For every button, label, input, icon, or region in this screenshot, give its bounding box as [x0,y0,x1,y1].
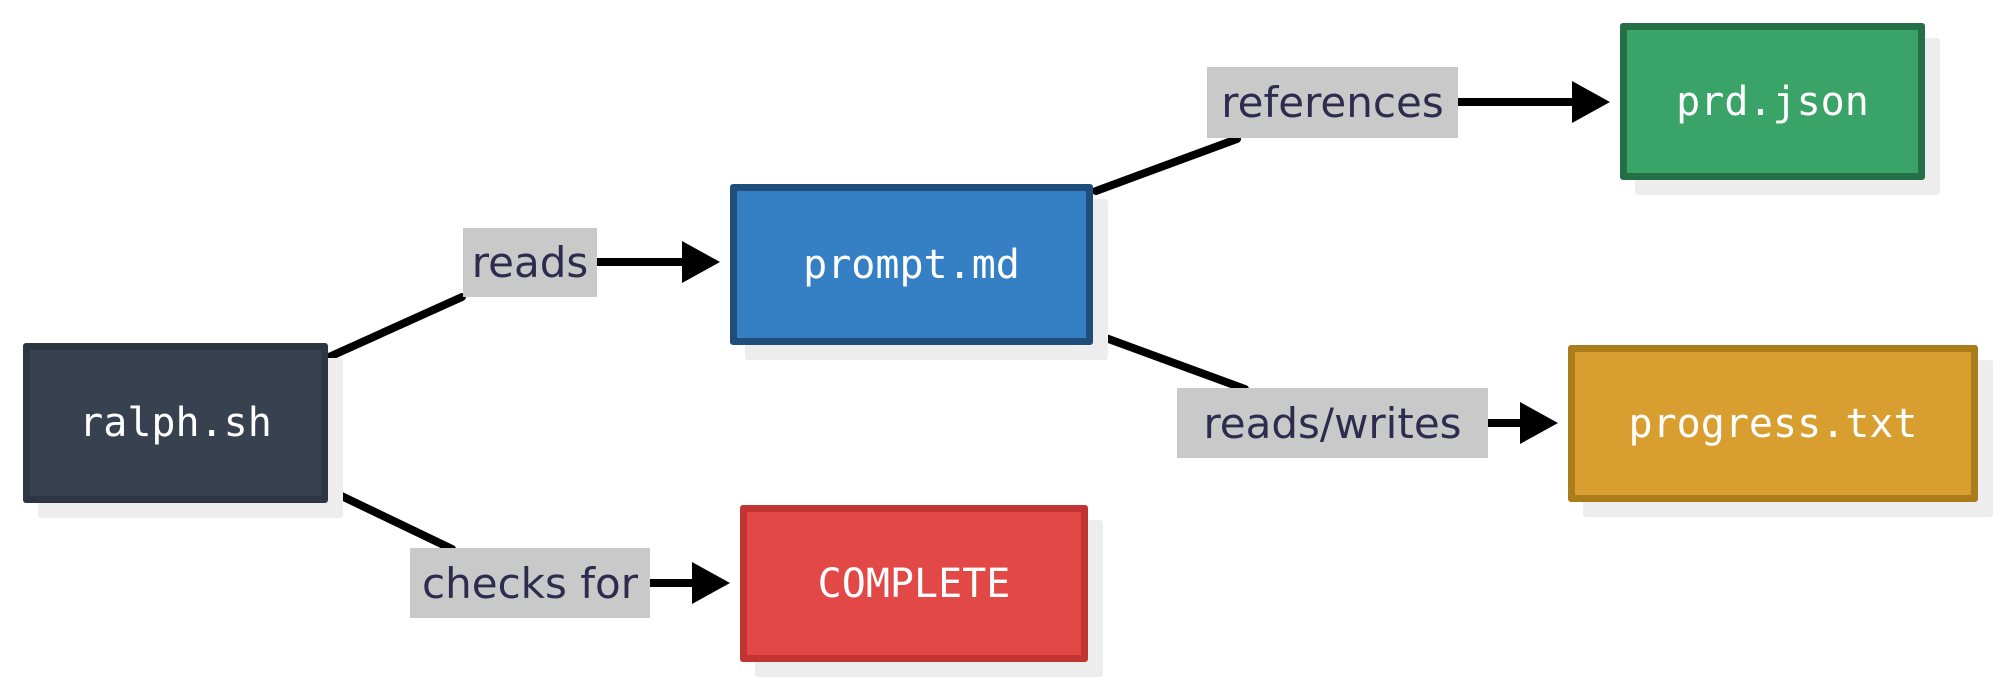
node-prd-json-label: prd.json [1676,78,1869,125]
connector-lines [325,98,1578,587]
node-complete: COMPLETE [740,505,1088,662]
arrowhead-into-prd-json [1572,81,1610,123]
node-prompt-md-label: prompt.md [803,241,1020,288]
edge-label-checks-for-text: checks for [422,558,638,608]
connector-prompt-to-references-label [1092,135,1241,195]
arrowhead-into-complete [692,562,730,604]
node-complete-label: COMPLETE [817,560,1011,607]
connector-ralph-to-checksfor-label [325,486,456,553]
node-progress-txt-label: progress.txt [1628,400,1918,447]
connector-ralph-to-reads-label [325,293,466,361]
edge-label-checks-for: checks for [410,548,650,618]
edge-label-reads: reads [463,228,597,297]
edge-label-references-text: references [1221,78,1444,127]
edge-label-reads-text: reads [471,238,589,287]
node-prompt-md: prompt.md [730,184,1093,345]
arrowhead-into-progress-txt [1520,402,1558,444]
edge-label-references: references [1207,67,1458,138]
arrowhead-into-prompt-md [682,241,720,283]
node-ralph-sh: ralph.sh [23,343,328,503]
node-prd-json: prd.json [1620,23,1925,180]
node-progress-txt: progress.txt [1568,345,1978,502]
connector-prompt-to-readswrites-label [1091,330,1249,393]
arrowheads [682,81,1610,604]
edge-label-reads-writes-text: reads/writes [1203,398,1462,448]
node-ralph-sh-label: ralph.sh [79,400,272,446]
edge-label-reads-writes: reads/writes [1177,388,1488,458]
